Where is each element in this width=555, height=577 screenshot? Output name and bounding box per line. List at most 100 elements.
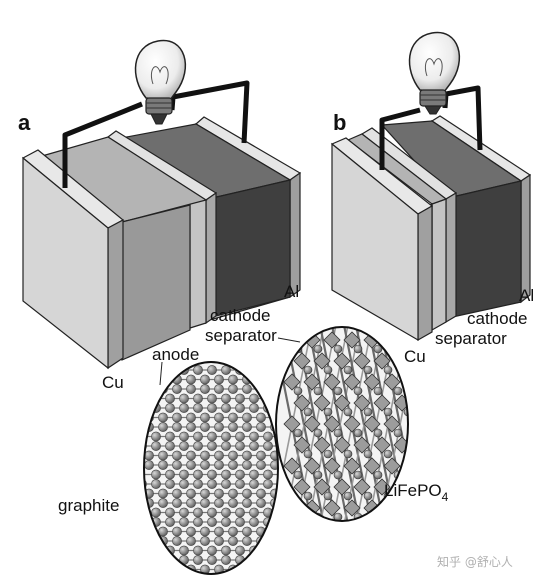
graphite-atom <box>207 517 217 527</box>
lattice-atom <box>393 344 403 354</box>
graphite-inset <box>143 361 293 575</box>
lattice-atom <box>373 344 383 354</box>
graphite-atom <box>235 403 245 413</box>
graphite-atom <box>284 536 293 545</box>
graphite-atom <box>193 393 203 404</box>
lattice-atom <box>293 386 303 396</box>
lattice-atom <box>343 407 353 417</box>
graphite-atom <box>158 488 168 499</box>
graphite-atom <box>144 403 147 413</box>
graphite-atom <box>151 545 161 556</box>
octahedron <box>303 373 321 391</box>
lattice-atom <box>363 449 373 459</box>
graphite-atom <box>263 545 273 556</box>
octahedron <box>353 436 371 454</box>
graphite-atom <box>235 479 245 489</box>
graphite-atom <box>277 555 278 565</box>
graphite-atom <box>214 498 224 508</box>
graphite-atom <box>284 565 293 574</box>
label-lifepo4: LiFePO4 <box>384 481 449 504</box>
graphite-atom <box>263 555 273 565</box>
graphite-atom <box>242 488 252 499</box>
label-a-al: Al <box>284 282 299 301</box>
octahedron <box>323 457 341 475</box>
octahedron <box>313 394 331 412</box>
lattice-atom <box>393 386 403 396</box>
graphite-atom <box>186 412 196 423</box>
graphite-atom <box>263 393 273 404</box>
graphite-atom <box>179 393 189 404</box>
graphite-atom <box>200 412 210 423</box>
graphite-atom <box>228 374 238 385</box>
graphite-atom <box>270 384 278 394</box>
graphite-atom <box>214 384 224 394</box>
label-a-separator: separator <box>205 326 277 345</box>
octahedron <box>313 478 331 496</box>
lattice-atom <box>403 365 408 375</box>
lattice-atom <box>363 407 373 417</box>
graphite-atom <box>144 374 154 385</box>
graphite-atom <box>228 488 238 499</box>
octahedron <box>373 352 391 370</box>
lattice-atom <box>293 470 303 480</box>
graphite-atom <box>144 564 154 574</box>
graphite-atom <box>242 526 252 537</box>
graphite-atom <box>235 393 245 404</box>
graphite-lattice <box>144 365 293 574</box>
graphite-atom <box>263 365 273 375</box>
graphite-atom <box>263 441 273 451</box>
lattice-atom <box>313 344 323 354</box>
battery-b <box>330 31 532 342</box>
graphite-atom <box>151 365 161 375</box>
light-bulb-icon <box>408 31 460 115</box>
graphite-atom <box>242 536 252 546</box>
lattice-atom <box>353 470 363 480</box>
graphite-atom <box>179 545 189 556</box>
graphite-atom <box>228 384 238 394</box>
graphite-atom <box>179 469 189 480</box>
graphite-atom <box>249 555 259 565</box>
lattice-atom <box>353 386 363 396</box>
lattice-atom <box>393 428 403 438</box>
octahedron <box>293 436 311 454</box>
graphite-atom <box>186 450 196 461</box>
octahedron <box>293 352 311 370</box>
lattice-atom <box>323 407 333 417</box>
graphite-atom <box>144 460 154 470</box>
graphite-atom <box>214 412 224 423</box>
octahedron <box>333 436 351 454</box>
graphite-atom <box>263 431 273 442</box>
graphite-atom <box>228 498 238 508</box>
lattice-atom <box>323 491 333 501</box>
octahedron <box>293 478 311 496</box>
graphite-atom <box>179 517 189 527</box>
graphite-atom <box>228 450 238 461</box>
lattice-atom <box>343 491 353 501</box>
graphite-atom <box>221 555 231 565</box>
graphite-atom <box>242 564 252 574</box>
graphite-atom <box>207 365 217 375</box>
graphite-atom <box>165 469 175 480</box>
graphite-atom <box>186 536 196 546</box>
graphite-atom <box>151 479 161 489</box>
graphite-atom <box>179 479 189 489</box>
lattice-atom <box>353 428 363 438</box>
graphite-atom <box>221 517 231 527</box>
graphite-atom <box>172 384 182 394</box>
graphite-atom <box>200 536 210 546</box>
graphite-atom <box>235 545 245 556</box>
graphite-atom <box>263 479 273 489</box>
octahedron <box>383 499 401 517</box>
graphite-atom <box>193 545 203 556</box>
graphite-atom <box>172 498 182 508</box>
octahedron <box>373 436 391 454</box>
octahedron <box>363 415 381 433</box>
label-b-separator: separator <box>435 329 507 348</box>
graphite-atom <box>207 403 217 413</box>
graphite-atom <box>200 564 210 574</box>
graphite-atom <box>228 412 238 423</box>
graphite-atom <box>256 564 266 574</box>
graphite-atom <box>179 507 189 518</box>
graphite-atom <box>144 365 147 375</box>
